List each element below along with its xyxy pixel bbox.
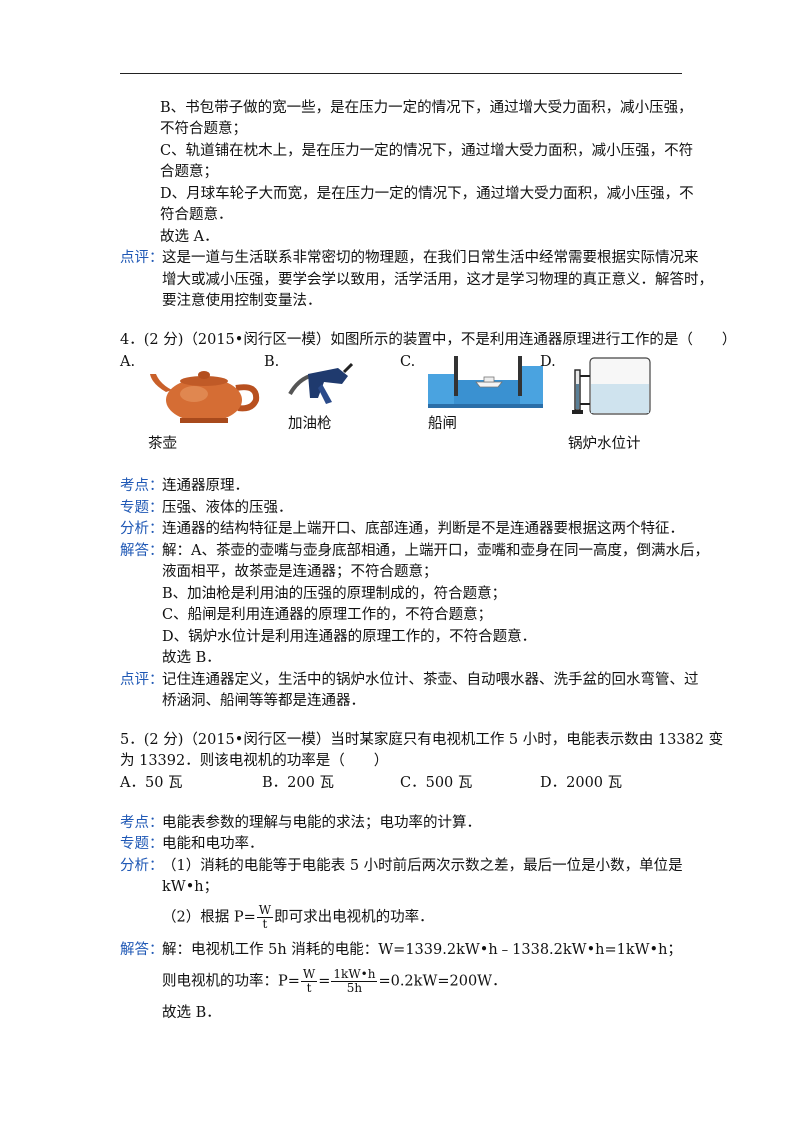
q5-jieda2-eq: = — [318, 973, 331, 990]
q3-option-b-line2: 不符合题意； — [160, 121, 247, 137]
header-rule — [120, 73, 682, 74]
q4-choose: 故选 B． — [162, 650, 221, 666]
q4-kaodian-label: 考点： — [120, 478, 164, 494]
q5-fenxi3-pre: （2）根据 P= — [162, 909, 256, 926]
fraction-denominator: t — [262, 917, 268, 931]
fraction-numerator: 1kW•h — [331, 967, 378, 982]
q5-fenxi-label: 分析： — [120, 858, 164, 874]
q4-caption-ship-lock: 船闸 — [428, 416, 457, 432]
q5-kaodian-label: 考点： — [120, 815, 164, 831]
ship-lock-image — [428, 356, 543, 408]
q5-kaodian: 电能表参数的理解与电能的求法；电功率的计算． — [162, 815, 481, 831]
q5-stem-line1: 5．(2 分)（2015•闵行区一模）当时某家庭只有电视机工作 5 小时，电能表… — [120, 732, 724, 748]
teapot-image — [150, 371, 260, 423]
q3-option-c-line1: C、轨道铺在枕木上，是在压力一定的情况下，通过增大受力面积，减小压强，不符 — [160, 143, 694, 159]
q4-option-d-label: D. — [540, 354, 556, 370]
q5-jieda2-post: =0.2kW=200W． — [378, 973, 507, 990]
q3-option-d-line1: D、月球车轮子大而宽，是在压力一定的情况下，通过增大受力面积，减小压强，不 — [160, 186, 694, 202]
q3-option-b-line1: B、书包带子做的宽一些，是在压力一定的情况下，通过增大受力面积，减小压强， — [160, 100, 693, 116]
q4-comment-line2: 桥涵洞、船闸等等都是连通器． — [162, 693, 365, 709]
q4-jieda-label: 解答： — [120, 543, 164, 559]
q5-option-b: B．200 瓦 — [262, 775, 334, 791]
q3-option-c-line2: 合题意； — [160, 164, 218, 180]
q3-comment-line2: 增大或减小压强，要学会学以致用，活学活用，这才是学习物理的真正意义．解答时， — [162, 272, 713, 288]
q5-jieda-line1: 解：电视机工作 5h 消耗的电能：W=1339.2kW•h﹣1338.2kW•h… — [162, 942, 682, 958]
q4-caption-teapot: 茶壶 — [148, 436, 177, 452]
q4-option-c-label: C. — [400, 354, 416, 370]
q4-stem: 4．(2 分)（2015•闵行区一模）如图所示的装置中，不是利用连通器原理进行工… — [120, 332, 737, 348]
q4-caption-boiler-gauge: 锅炉水位计 — [568, 436, 641, 452]
q4-zhuanti: 压强、液体的压强． — [162, 500, 293, 516]
fraction-denominator: 5h — [346, 981, 363, 995]
q5-zhuanti-label: 专题： — [120, 836, 164, 852]
fuel-nozzle-image — [288, 362, 353, 404]
q5-option-d: D．2000 瓦 — [540, 775, 623, 791]
q4-option-b-label: B. — [264, 354, 280, 370]
q3-comment-line3: 要注意使用控制变量法． — [162, 293, 322, 309]
q3-option-d-line2: 符合题意． — [160, 207, 233, 223]
q5-jieda-label: 解答： — [120, 942, 164, 958]
q4-jieda-line5: D、锅炉水位计是利用连通器的原理工作的，不符合题意． — [162, 629, 537, 645]
q4-fenxi: 连通器的结构特征是上端开口、底部连通，判断是不是连通器要根据这两个特征． — [162, 521, 684, 537]
q5-option-c: C．500 瓦 — [400, 775, 473, 791]
boiler-gauge-image — [572, 357, 651, 415]
fraction-numerator: W — [300, 967, 318, 982]
q3-choose: 故选 A． — [160, 229, 219, 245]
q5-fenxi-line1: （1）消耗的电能等于电能表 5 小时前后两次示数之差，最后一位是小数，单位是 — [162, 858, 683, 874]
q4-kaodian: 连通器原理． — [162, 478, 249, 494]
q4-comment-label: 点评： — [120, 672, 164, 688]
q4-jieda-line1: 解：A、茶壶的壶嘴与壶身底部相通，上端开口，壶嘴和壶身在同一高度，倒满水后， — [162, 543, 709, 559]
q3-comment-label: 点评： — [120, 250, 164, 266]
q5-stem-line2: 为 13392．则该电视机的功率是（ ） — [120, 753, 389, 769]
q4-jieda-line3: B、加油枪是利用油的压强的原理制成的，符合题意； — [162, 586, 507, 602]
q5-choose: 故选 B． — [162, 1005, 221, 1021]
q4-comment-line1: 记住连通器定义，生活中的锅炉水位计、茶壶、自动喂水器、洗手盆的回水弯管、过 — [162, 672, 699, 688]
q4-jieda-line4: C、船闸是利用连通器的原理工作的，不符合题意； — [162, 607, 493, 623]
q4-fenxi-label: 分析： — [120, 521, 164, 537]
q5-fenxi3-post: 即可求出电视机的功率． — [274, 909, 434, 926]
q5-jieda2-pre: 则电视机的功率：P= — [162, 973, 300, 990]
q5-option-a: A．50 瓦 — [120, 775, 183, 791]
q4-caption-fuel-nozzle: 加油枪 — [288, 416, 332, 432]
q5-fenxi-line2: kW•h； — [162, 879, 219, 895]
q4-option-a-label: A. — [120, 354, 136, 370]
q3-comment-line1: 这是一道与生活联系非常密切的物理题，在我们日常生活中经常需要根据实际情况来 — [162, 250, 699, 266]
q4-jieda-line2: 液面相平，故茶壶是连通器；不符合题意； — [162, 564, 438, 580]
q5-zhuanti: 电能和电功率． — [162, 836, 264, 852]
q4-zhuanti-label: 专题： — [120, 500, 164, 516]
fraction-numerator: W — [256, 903, 274, 918]
fraction-denominator: t — [306, 981, 312, 995]
